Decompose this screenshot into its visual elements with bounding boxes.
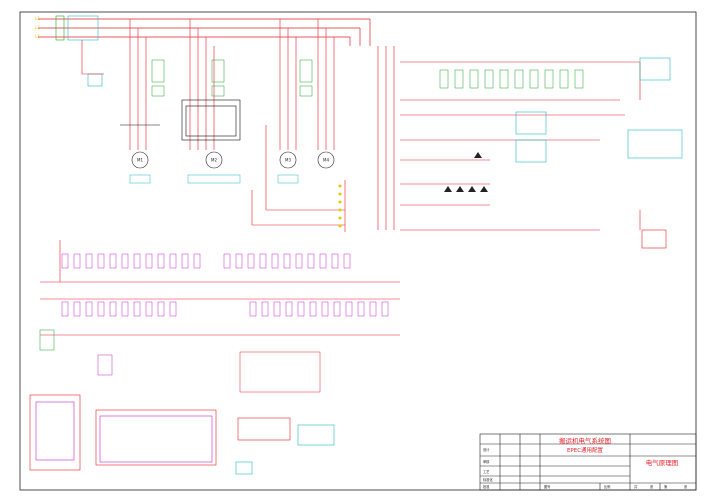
power-input-label-l2: L2 <box>35 25 40 30</box>
drawing-name-line1: 搬运机电气系统图 <box>559 436 611 445</box>
feeder-lines <box>251 125 346 232</box>
sheet-border <box>19 11 697 491</box>
small-label-sheet-no: 第 <box>664 484 668 489</box>
lower-output-lamps <box>39 329 321 393</box>
small-label-drawing-no: 图号 <box>544 484 550 489</box>
bottom-left-block <box>29 394 335 475</box>
motor-symbols <box>131 151 335 169</box>
motor-connection-boxes <box>129 174 299 184</box>
small-label-sheet: 张 <box>684 484 688 489</box>
motor-label-m4: M4 <box>323 158 329 163</box>
power-input-label-l3: L3 <box>35 34 40 39</box>
motor-branch-1 <box>120 19 160 150</box>
control-transformer-box <box>87 73 103 87</box>
motor-m4 <box>317 151 335 169</box>
motor-label-m1: M1 <box>137 158 143 163</box>
right-controllers <box>515 57 683 249</box>
row-label-design: 设计 <box>483 447 490 452</box>
right-top-bus <box>400 61 641 231</box>
motor-m2 <box>205 151 223 169</box>
center-vertical-bus <box>377 46 395 230</box>
contactor-stack-2 <box>211 59 225 97</box>
drawing-type: 电气原理图 <box>646 458 679 467</box>
title-block-small-labels: 图号 比例 共 张 第 张 <box>544 484 688 489</box>
power-input-labels: L1 L2 L3 <box>35 16 40 39</box>
contactor-stack-3 <box>299 59 313 97</box>
io-module-top <box>40 240 400 336</box>
motor-m1 <box>131 151 149 169</box>
drawing-name-line2: EPEC通用配置 <box>567 446 604 454</box>
motor-branch-4 <box>317 19 335 150</box>
motor-branch-2 <box>181 19 241 150</box>
right-relay-row <box>439 69 584 89</box>
diode-row <box>444 152 488 192</box>
power-input-block <box>38 18 371 46</box>
power-input-label-l1: L1 <box>35 16 40 21</box>
motor-branch-3 <box>279 19 297 150</box>
motor-m3 <box>279 151 297 169</box>
row-label-standard: 标准化 <box>483 477 493 482</box>
title-block-row-labels: 设计 审核 工艺 标准化 批准 <box>483 447 493 489</box>
small-label-total: 共 <box>634 484 638 489</box>
contactor-stack-1 <box>151 59 165 97</box>
motor-label-m3: M3 <box>285 158 291 163</box>
motor-label-m2: M2 <box>211 158 217 163</box>
row-label-process: 工艺 <box>483 469 489 474</box>
row-label-approve: 批准 <box>483 484 490 489</box>
input-breaker <box>55 15 99 41</box>
title-block <box>479 433 697 491</box>
input-terminal-row <box>61 253 351 269</box>
small-label-scale: 比例 <box>604 484 610 489</box>
motor-labels: M1 M2 M3 M4 <box>137 158 329 163</box>
row-label-review: 审核 <box>483 459 490 464</box>
center-relay-column <box>338 184 342 228</box>
output-terminal-row <box>61 301 389 317</box>
small-label-sheets: 张 <box>650 484 654 489</box>
